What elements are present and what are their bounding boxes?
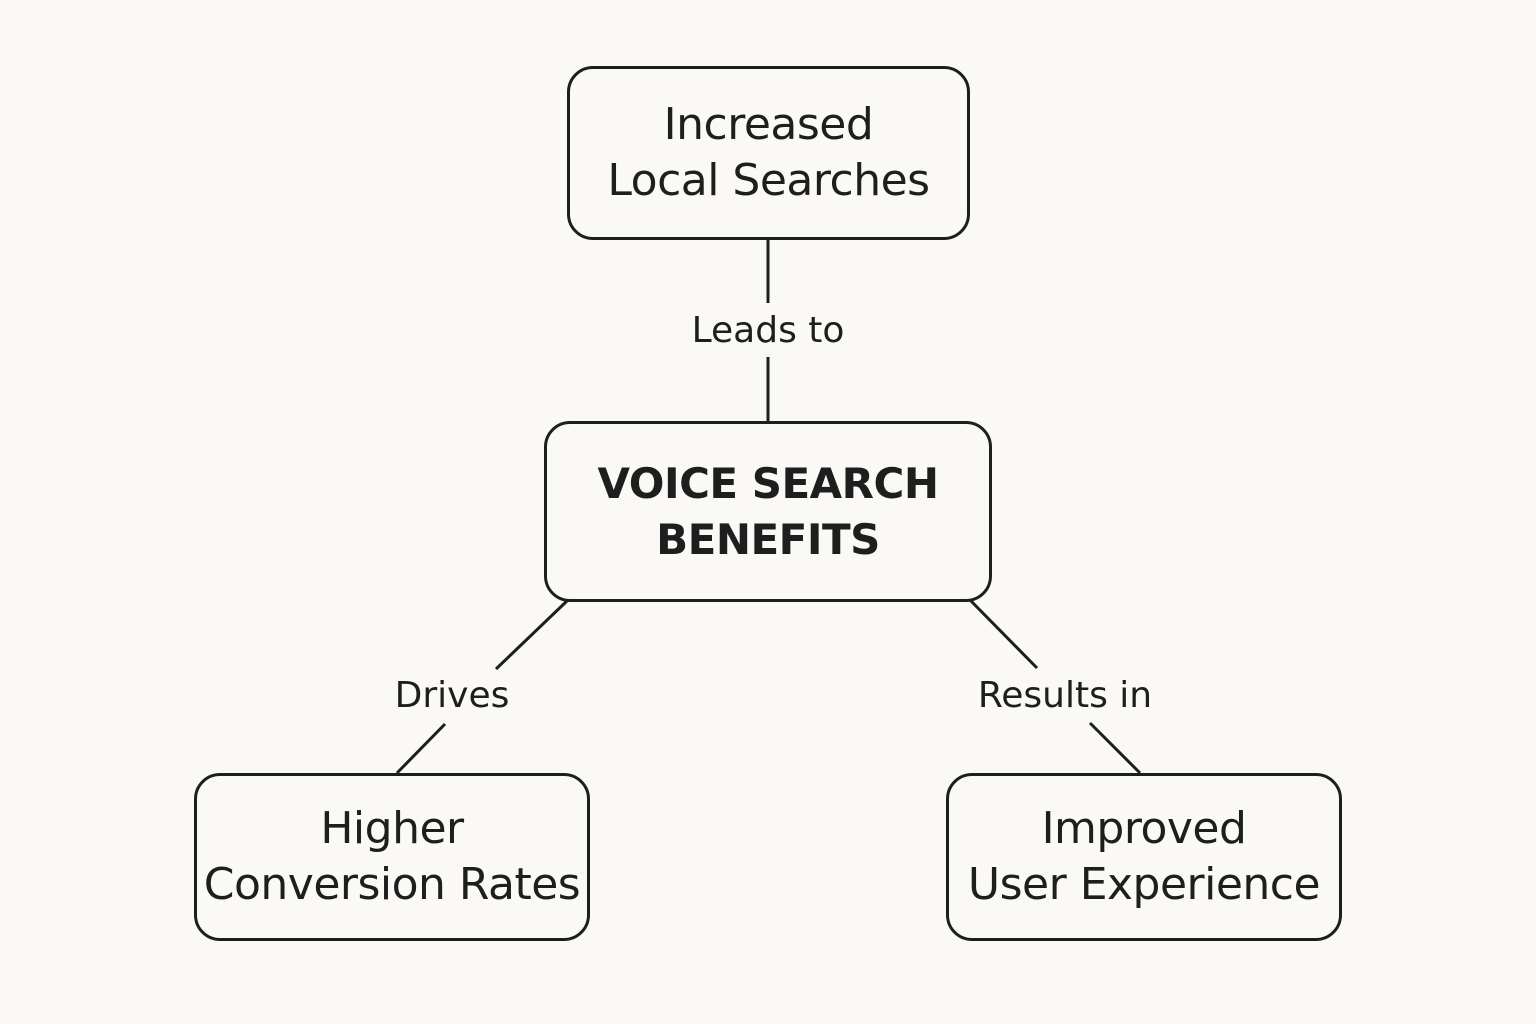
node-right-line-2: User Experience (967, 859, 1321, 910)
connector-center-to-left-upper (494, 598, 570, 671)
node-voice-search-benefits: VOICE SEARCH BENEFITS (544, 421, 992, 602)
node-right-line-1: Improved (1041, 803, 1247, 854)
connector-center-to-right-lower (1088, 721, 1142, 775)
node-left-line-2: Conversion Rates (203, 859, 581, 910)
edge-label-results-in: Results in (977, 675, 1153, 716)
node-center-line-2: BENEFITS (656, 514, 880, 564)
node-left-line-1: Higher (320, 803, 464, 854)
node-top-line-2: Local Searches (607, 155, 930, 206)
node-top-line-1: Increased (663, 99, 874, 150)
node-increased-local-searches: Increased Local Searches (567, 66, 970, 240)
edge-label-drives: Drives (394, 675, 510, 716)
node-improved-user-experience: Improved User Experience (946, 773, 1342, 941)
edge-label-leads-to: Leads to (691, 310, 845, 351)
node-higher-conversion-rates: Higher Conversion Rates (194, 773, 590, 941)
connector-center-to-right-upper (968, 598, 1039, 670)
node-center-line-1: VOICE SEARCH (597, 458, 940, 508)
connector-center-to-left-lower (395, 722, 447, 775)
